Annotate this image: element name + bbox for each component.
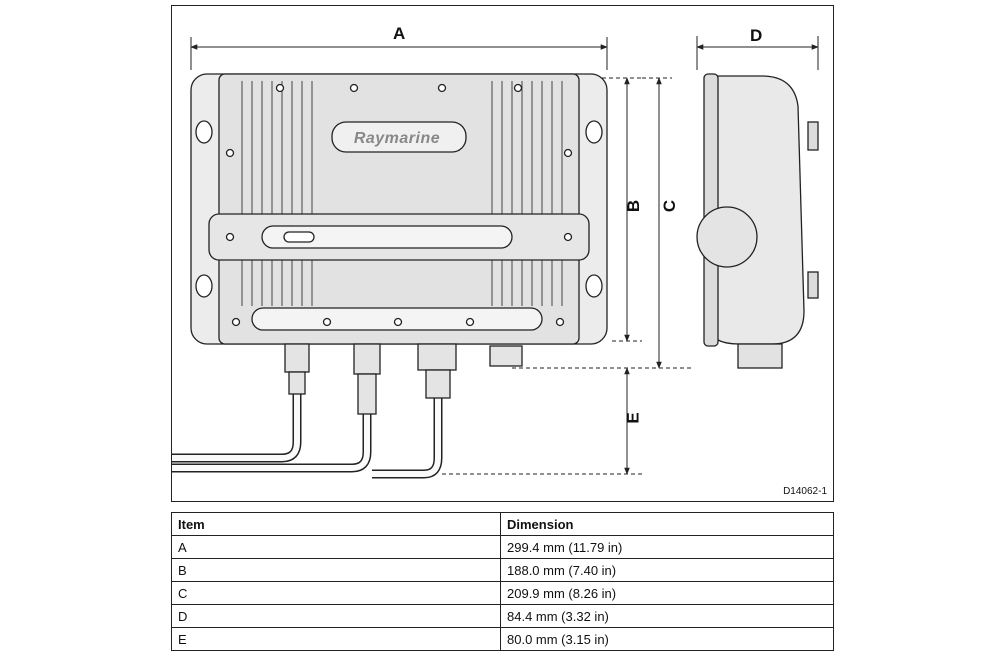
unit-front-view [190,73,608,345]
technical-drawing-frame: A B C D E Raymarine D14062-1 [171,5,834,502]
table-row: B 188.0 mm (7.40 in) [171,558,834,582]
cell-dimension: 299.4 mm (11.79 in) [500,535,834,559]
cell-item: E [171,627,501,651]
cell-dimension: 84.4 mm (3.32 in) [500,604,834,628]
cell-item: C [171,581,501,605]
dimension-table: Item Dimension A 299.4 mm (11.79 in) B 1… [171,512,834,651]
cell-dimension: 80.0 mm (3.15 in) [500,627,834,651]
cell-item: B [171,558,501,582]
dimension-label-e: E [623,412,643,424]
table-row: D 84.4 mm (3.32 in) [171,604,834,628]
unit-dimension-drawing [172,36,819,479]
dimension-label-a: A [393,24,406,43]
brand-logo: Raymarine [353,130,441,147]
unit-side-view [696,73,819,369]
dimension-lines [190,36,819,475]
cell-item: D [171,604,501,628]
dimension-label-d: D [750,26,763,45]
drawing-code: D14062-1 [783,486,827,497]
cable-assembly [172,343,523,479]
table-row: E 80.0 mm (3.15 in) [171,627,834,651]
cell-item: A [171,535,501,559]
table-row: A 299.4 mm (11.79 in) [171,535,834,559]
table-row: C 209.9 mm (8.26 in) [171,581,834,605]
dimension-label-c: C [660,199,680,213]
cell-dimension: 188.0 mm (7.40 in) [500,558,834,582]
dimension-label-b: B [624,199,644,213]
header-dimension: Dimension [500,512,834,536]
table-header-row: Item Dimension [171,512,834,536]
cell-dimension: 209.9 mm (8.26 in) [500,581,834,605]
header-item: Item [171,512,501,536]
